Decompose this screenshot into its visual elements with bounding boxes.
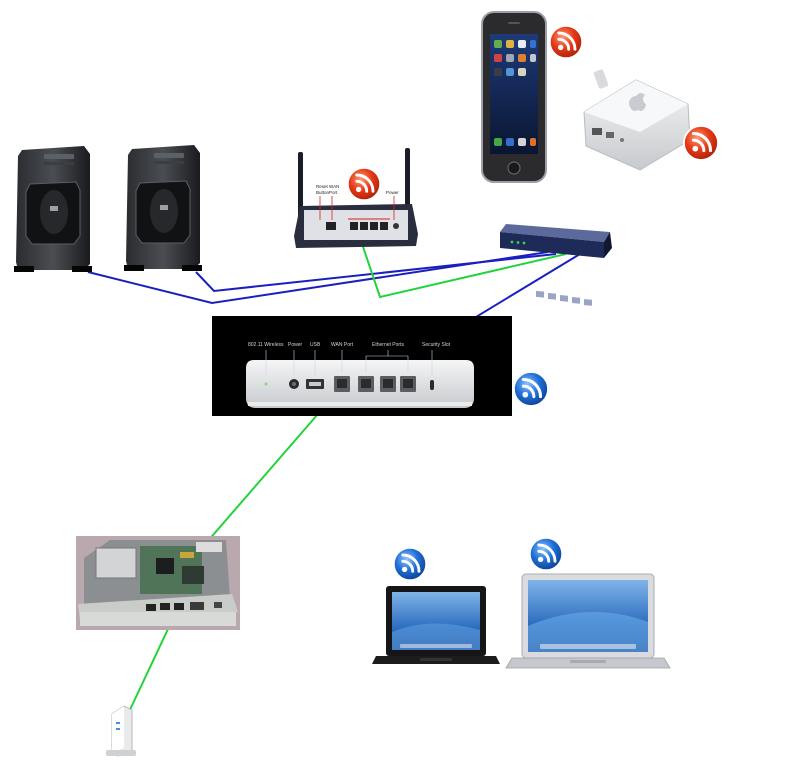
laptop-black (372, 586, 500, 664)
wifi-badge-icon (682, 124, 720, 162)
base-station-panel: 802.11 Wireless Power USB WAN Port Ether… (212, 316, 512, 416)
laptop-silver (505, 573, 671, 669)
security-slot-label: Security Slot (422, 342, 451, 348)
wire-tower2-switch (195, 253, 557, 293)
embedded-board (76, 536, 240, 630)
router-power-label: Power (386, 190, 399, 195)
wireless-label: 802.11 Wireless (248, 342, 284, 348)
wire-tower1-switch (87, 251, 549, 305)
smartphone (481, 11, 547, 183)
wireless-router: Reset Button WAN Port Power (294, 148, 418, 248)
router-wan-label: WAN (329, 184, 339, 189)
ethernet-switch (500, 224, 612, 306)
wan-port-label: WAN Port (331, 342, 354, 348)
usb-label: USB (310, 342, 321, 348)
wifi-badge-icon (528, 536, 564, 572)
desktop-tower-2 (124, 144, 203, 272)
router-button-label: Button (316, 190, 330, 195)
wifi-badge-icon (392, 546, 428, 582)
wire-router-switch (357, 231, 567, 299)
ethernet-ports-label: Ethernet Ports (372, 342, 404, 348)
desktop-tower-1 (14, 145, 93, 273)
wifi-badge-icon (346, 166, 382, 202)
wifi-badge-icon (512, 370, 550, 408)
airport-express (583, 69, 691, 171)
wires (87, 231, 581, 715)
router-port-label: Port (329, 190, 338, 195)
router-reset-label: Reset (316, 184, 329, 189)
dsl-modem (106, 705, 136, 757)
power-label: Power (288, 342, 303, 348)
wifi-badge-icon (548, 24, 584, 60)
